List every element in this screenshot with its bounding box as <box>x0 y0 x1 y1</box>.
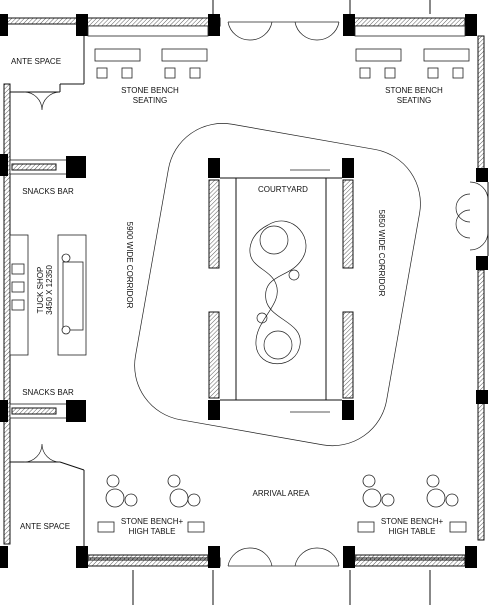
stone-bench-top-right <box>354 25 470 79</box>
snacks-bar-bottom-counter <box>9 400 86 422</box>
top-wall <box>0 0 477 36</box>
top-entrance-doors <box>227 21 340 41</box>
label-stone-bench-seating-left-1: STONE BENCH <box>121 86 179 95</box>
label-stone-bench-table-right-2: HIGH TABLE <box>389 527 436 536</box>
tuck-shop-unit <box>9 234 87 356</box>
label-snacks-bar-bottom: SNACKS BAR <box>22 388 74 397</box>
label-stone-bench-seating-right-2: SEATING <box>397 96 432 105</box>
label-stone-bench-table-left-1: STONE BENCH+ <box>121 517 184 526</box>
stone-bench-top-left <box>87 25 209 79</box>
label-tuck-shop-1: TUCK SHOP <box>36 267 45 314</box>
stone-bench-bottom-right <box>354 474 467 561</box>
courtyard-planter <box>249 220 307 365</box>
label-stone-bench-seating-right-1: STONE BENCH <box>385 86 443 95</box>
bottom-entrance-doors <box>227 547 340 567</box>
label-stone-bench-seating-left-2: SEATING <box>133 96 168 105</box>
label-snacks-bar-top: SNACKS BAR <box>22 187 74 196</box>
label-stone-bench-table-left-2: HIGH TABLE <box>129 527 176 536</box>
label-ante-space-top: ANTE SPACE <box>11 57 61 66</box>
label-ante-space-bottom: ANTE SPACE <box>20 522 70 531</box>
right-wall <box>455 35 489 541</box>
stone-bench-bottom-left <box>87 474 209 561</box>
snacks-bar-top-counter <box>9 156 86 178</box>
courtyard-structure <box>208 158 354 420</box>
label-stone-bench-table-right-1: STONE BENCH+ <box>381 517 444 526</box>
label-courtyard: COURTYARD <box>258 185 308 194</box>
bottom-wall <box>0 546 477 605</box>
courtyard-slab <box>134 123 421 447</box>
label-corridor-left: 5900 WIDE CORRIDOR <box>125 222 134 309</box>
label-arrival-area: ARRIVAL AREA <box>253 489 311 498</box>
label-corridor-right: 5850 WIDE CORRIDOR <box>377 210 386 297</box>
label-tuck-shop-2: 3450 X 12350 <box>45 265 54 315</box>
